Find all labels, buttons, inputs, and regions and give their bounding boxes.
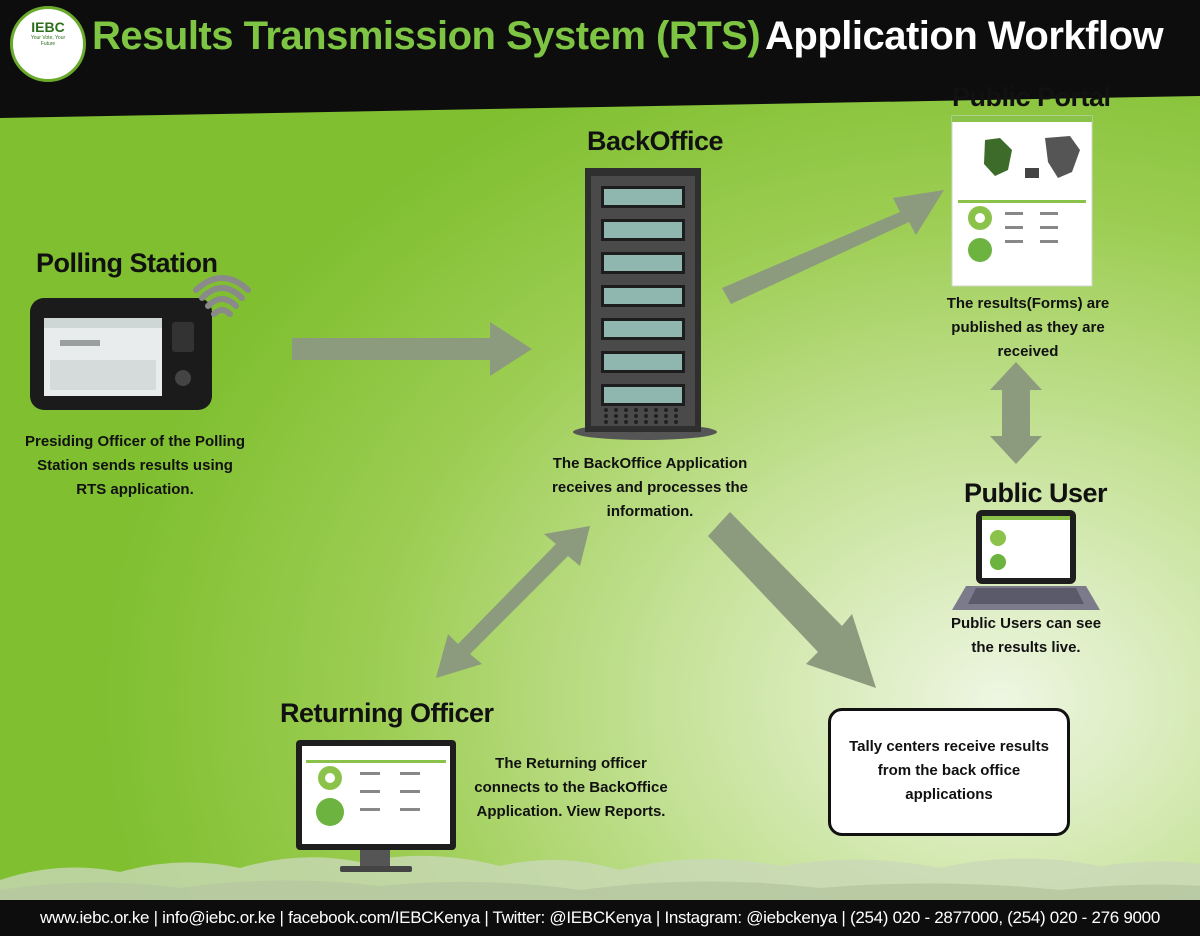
footer-contacts: www.iebc.or.ke | info@iebc.or.ke | faceb… [0,900,1200,936]
server-unit-panel [604,222,682,238]
server-unit-panel [604,288,682,304]
backoffice-heading: BackOffice [587,126,724,156]
arrow-backoffice-to-portal [722,190,944,304]
arrow-backoffice-returning [436,526,590,678]
server-vent-dot [644,414,648,418]
server-vent-dot [654,420,658,424]
backoffice-description: The BackOffice Application receives and … [552,455,748,520]
server-vent-dot [644,420,648,424]
page-title: Results Transmission System (RTS) [92,14,761,58]
server-unit-panel [604,321,682,337]
server-unit-panel [604,387,682,403]
public-portal-heading: Public Portal [952,82,1111,112]
public-user-description: Public Users can see the results live. [950,615,1102,656]
server-vent-dot [624,408,628,412]
server-vent-dot [624,420,628,424]
server-vent-dot [664,420,668,424]
logo-text: IEBC [31,19,65,35]
public-portal-description: The results(Forms) are published as they… [946,295,1110,360]
server-vent-dot [664,414,668,418]
server-vent-dot [644,408,648,412]
header-stripe [0,88,1200,118]
server-unit-panel [604,354,682,370]
polling-station-description: Presiding Officer of the Polling Station… [24,433,246,498]
server-unit-panel [604,255,682,271]
server-vent-dot [654,414,658,418]
server-unit-panel [604,189,682,205]
returning-officer-description: The Returning officer connects to the Ba… [474,755,668,820]
returning-officer-heading: Returning Officer [280,698,494,728]
server-vent-dot [634,420,638,424]
server-vent-dot [674,420,678,424]
tally-center-box: Tally centers receive results from the b… [828,708,1070,836]
server-vent-dot [604,420,608,424]
server-vent-dot [624,414,628,418]
page-subtitle: Application Workflow [765,14,1164,58]
header-bar: IEBC Your Vote, Your Future Results Tran… [0,0,1200,88]
arrow-backoffice-to-tally [708,512,876,688]
logo-tagline: Your Vote, Your Future [30,35,66,47]
arrow-portal-user [990,362,1042,464]
polling-station-heading: Polling Station [36,248,218,278]
arrow-polling-to-backoffice [292,322,532,376]
server-vent-dot [604,414,608,418]
server-vent-dot [604,408,608,412]
server-vent-dot [634,414,638,418]
server-vent-dot [654,408,658,412]
server-vent-dot [614,408,618,412]
server-vent-dot [674,408,678,412]
tally-center-description: Tally centers receive results from the b… [849,738,1049,803]
server-vent-dot [634,408,638,412]
server-vent-dot [674,414,678,418]
server-vent-dot [614,420,618,424]
server-vent-dot [614,414,618,418]
iebc-logo: IEBC Your Vote, Your Future [10,6,86,82]
public-user-heading: Public User [964,478,1108,508]
server-vent-dot [664,408,668,412]
